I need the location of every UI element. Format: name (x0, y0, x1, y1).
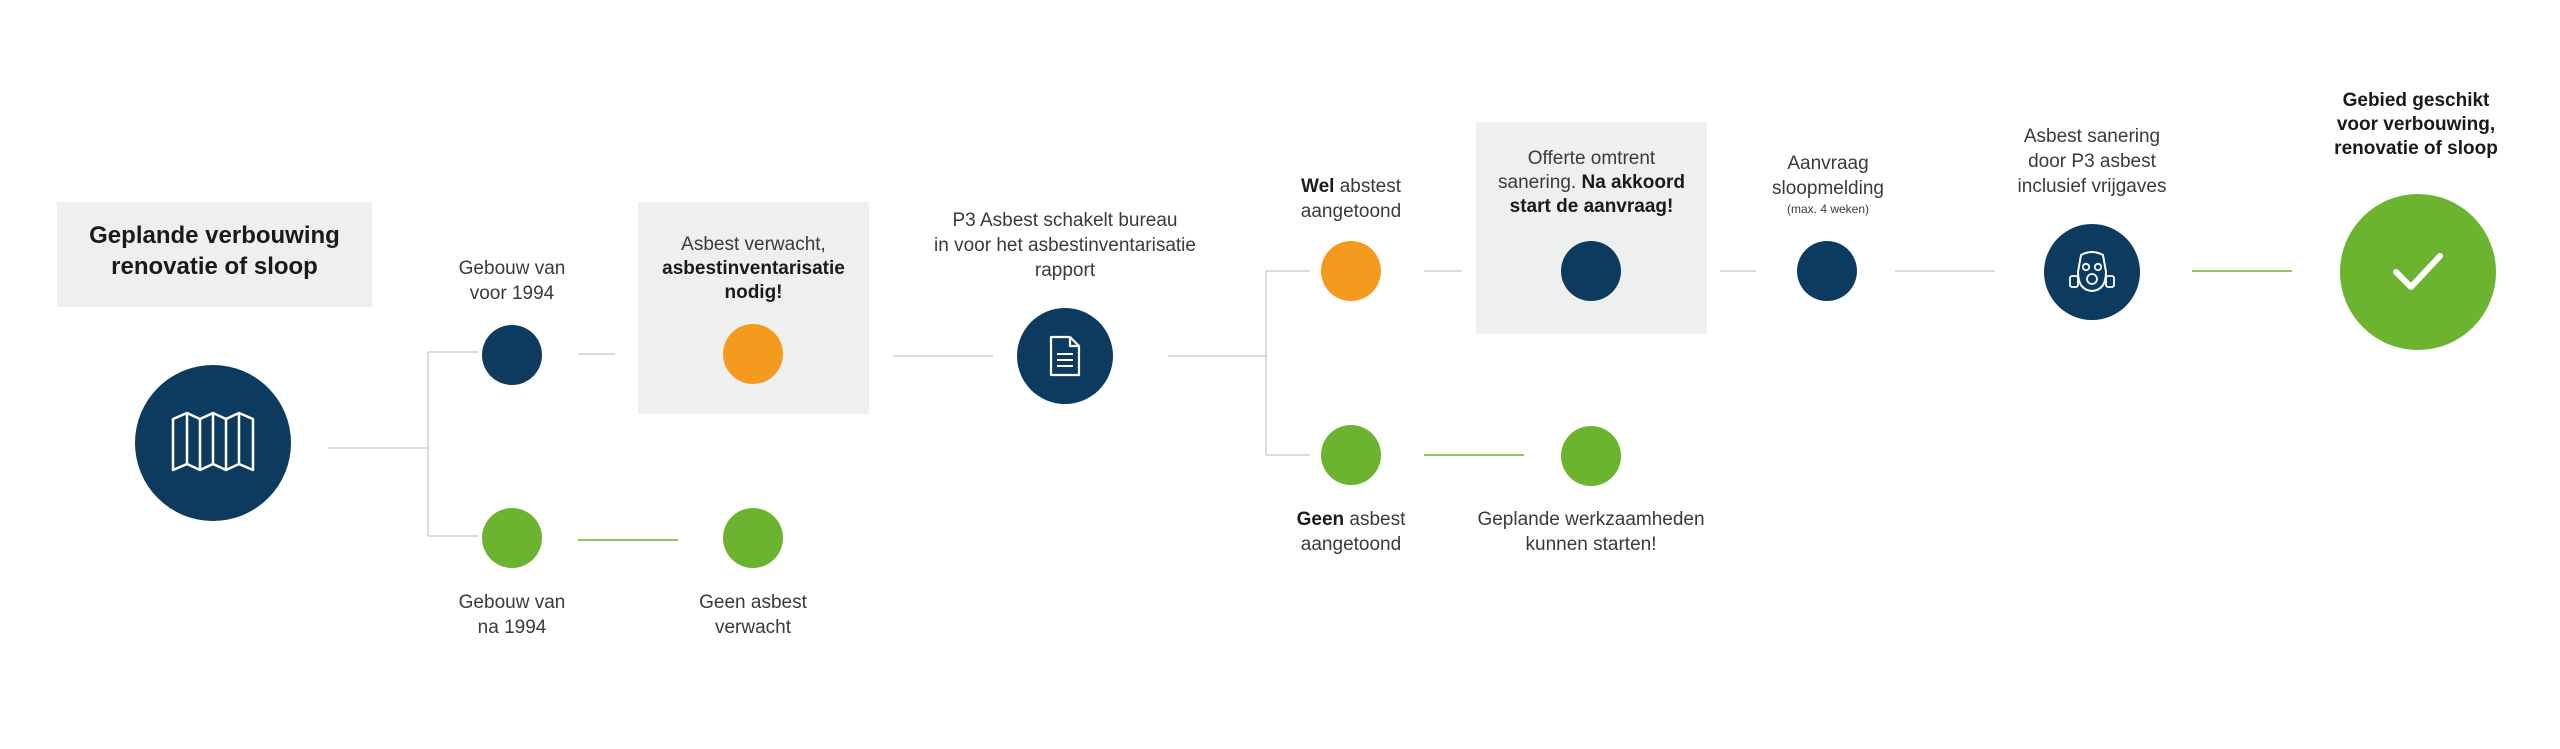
page-title: Geplande verbouwing renovatie of sloop (57, 220, 372, 282)
asbestos-found-node (1321, 241, 1381, 301)
final-line-2: voor verbouwing, (2336, 114, 2496, 135)
asbestos-found-label: Wel abstest aangetoond (1276, 174, 1426, 224)
asbestos-expected-label: Asbest verwacht, asbestinventarisatie no… (638, 233, 869, 305)
demolition-request-note: (max. 4 weken) (1786, 202, 1870, 216)
remediation-node (2044, 224, 2140, 320)
final-node (2340, 194, 2496, 350)
final-label: Gebied geschikt voor verbouwing, renovat… (2306, 89, 2526, 161)
title-line-2: renovatie of sloop (111, 253, 318, 280)
inventory-line-1: P3 Asbest schakelt bureau (952, 210, 1178, 231)
work-can-start-line-2: kunnen starten! (1525, 534, 1657, 555)
pre1994-node (482, 325, 542, 385)
no-asbestos-line-1: Geen asbest (699, 592, 807, 613)
inventory-line-3: rapport (1034, 260, 1096, 281)
quote-line-2-regular: sanering. (1498, 172, 1582, 193)
asbestos-not-found-label: Geen asbest aangetoond (1276, 507, 1426, 557)
title-panel (57, 202, 372, 307)
asbestos-expected-line-2: asbestinventarisatie (662, 258, 845, 279)
no-asbestos-line-2: verwacht (714, 617, 792, 638)
work-can-start-line-1: Geplande werkzaamheden (1477, 509, 1705, 530)
final-line-3: renovatie of sloop (2334, 138, 2498, 159)
document-icon (1049, 335, 1081, 377)
post1994-line-1: Gebouw van (458, 592, 566, 613)
gas-mask-icon (2069, 251, 2115, 293)
post1994-line-2: na 1994 (477, 617, 547, 638)
remediation-line-1: Asbest sanering (2023, 126, 2161, 147)
quote-line-3: start de aanvraag! (1509, 196, 1674, 217)
post1994-label: Gebouw van na 1994 (432, 590, 592, 640)
post1994-node (482, 508, 542, 568)
work-can-start-node (1561, 426, 1621, 486)
demolition-request-label: Aanvraag sloopmelding (max. 4 weken) (1753, 151, 1903, 217)
remediation-label: Asbest sanering door P3 asbest inclusief… (1987, 124, 2197, 199)
asbestos-not-found-rest: asbest (1344, 509, 1406, 530)
no-asbestos-expected-node (723, 508, 783, 568)
remediation-line-3: inclusief vrijgaves (2017, 176, 2167, 197)
final-line-1: Gebied geschikt (2342, 90, 2490, 111)
pre1994-line-1: Gebouw van (458, 258, 566, 279)
demolition-request-node (1797, 241, 1857, 301)
asbestos-expected-line-1: Asbest verwacht, (681, 234, 826, 255)
demolition-request-line-1: Aanvraag (1787, 153, 1869, 174)
asbestos-not-found-bold: Geen (1296, 509, 1345, 530)
pre1994-line-2: voor 1994 (469, 283, 555, 304)
quote-node (1561, 241, 1621, 301)
pre1994-label: Gebouw van voor 1994 (432, 256, 592, 306)
asbestos-found-rest: abstest (1334, 176, 1401, 197)
asbestos-found-line-2: aangetoond (1300, 201, 1402, 222)
map-icon (171, 411, 255, 472)
quote-label: Offerte omtrent sanering. Na akkoord sta… (1476, 147, 1707, 219)
asbestos-expected-node (723, 324, 783, 384)
check-icon (2393, 253, 2443, 290)
title-line-1: Geplande verbouwing (89, 222, 340, 249)
no-asbestos-expected-label: Geen asbest verwacht (673, 590, 833, 640)
work-can-start-label: Geplande werkzaamheden kunnen starten! (1461, 507, 1721, 557)
quote-line-2-bold: Na akkoord (1581, 172, 1685, 193)
quote-line-1: Offerte omtrent (1527, 148, 1656, 169)
inventory-label: P3 Asbest schakelt bureau in voor het as… (900, 208, 1230, 283)
asbestos-not-found-node (1321, 425, 1381, 485)
asbestos-found-bold: Wel (1301, 176, 1335, 197)
asbestos-expected-line-3: nodig! (724, 282, 783, 303)
inventory-node (1017, 308, 1113, 404)
remediation-line-2: door P3 asbest (2028, 151, 2156, 172)
inventory-line-2: in voor het asbestinventarisatie (934, 235, 1196, 256)
asbestos-not-found-line-2: aangetoond (1300, 534, 1402, 555)
demolition-request-line-2: sloopmelding (1772, 178, 1884, 199)
